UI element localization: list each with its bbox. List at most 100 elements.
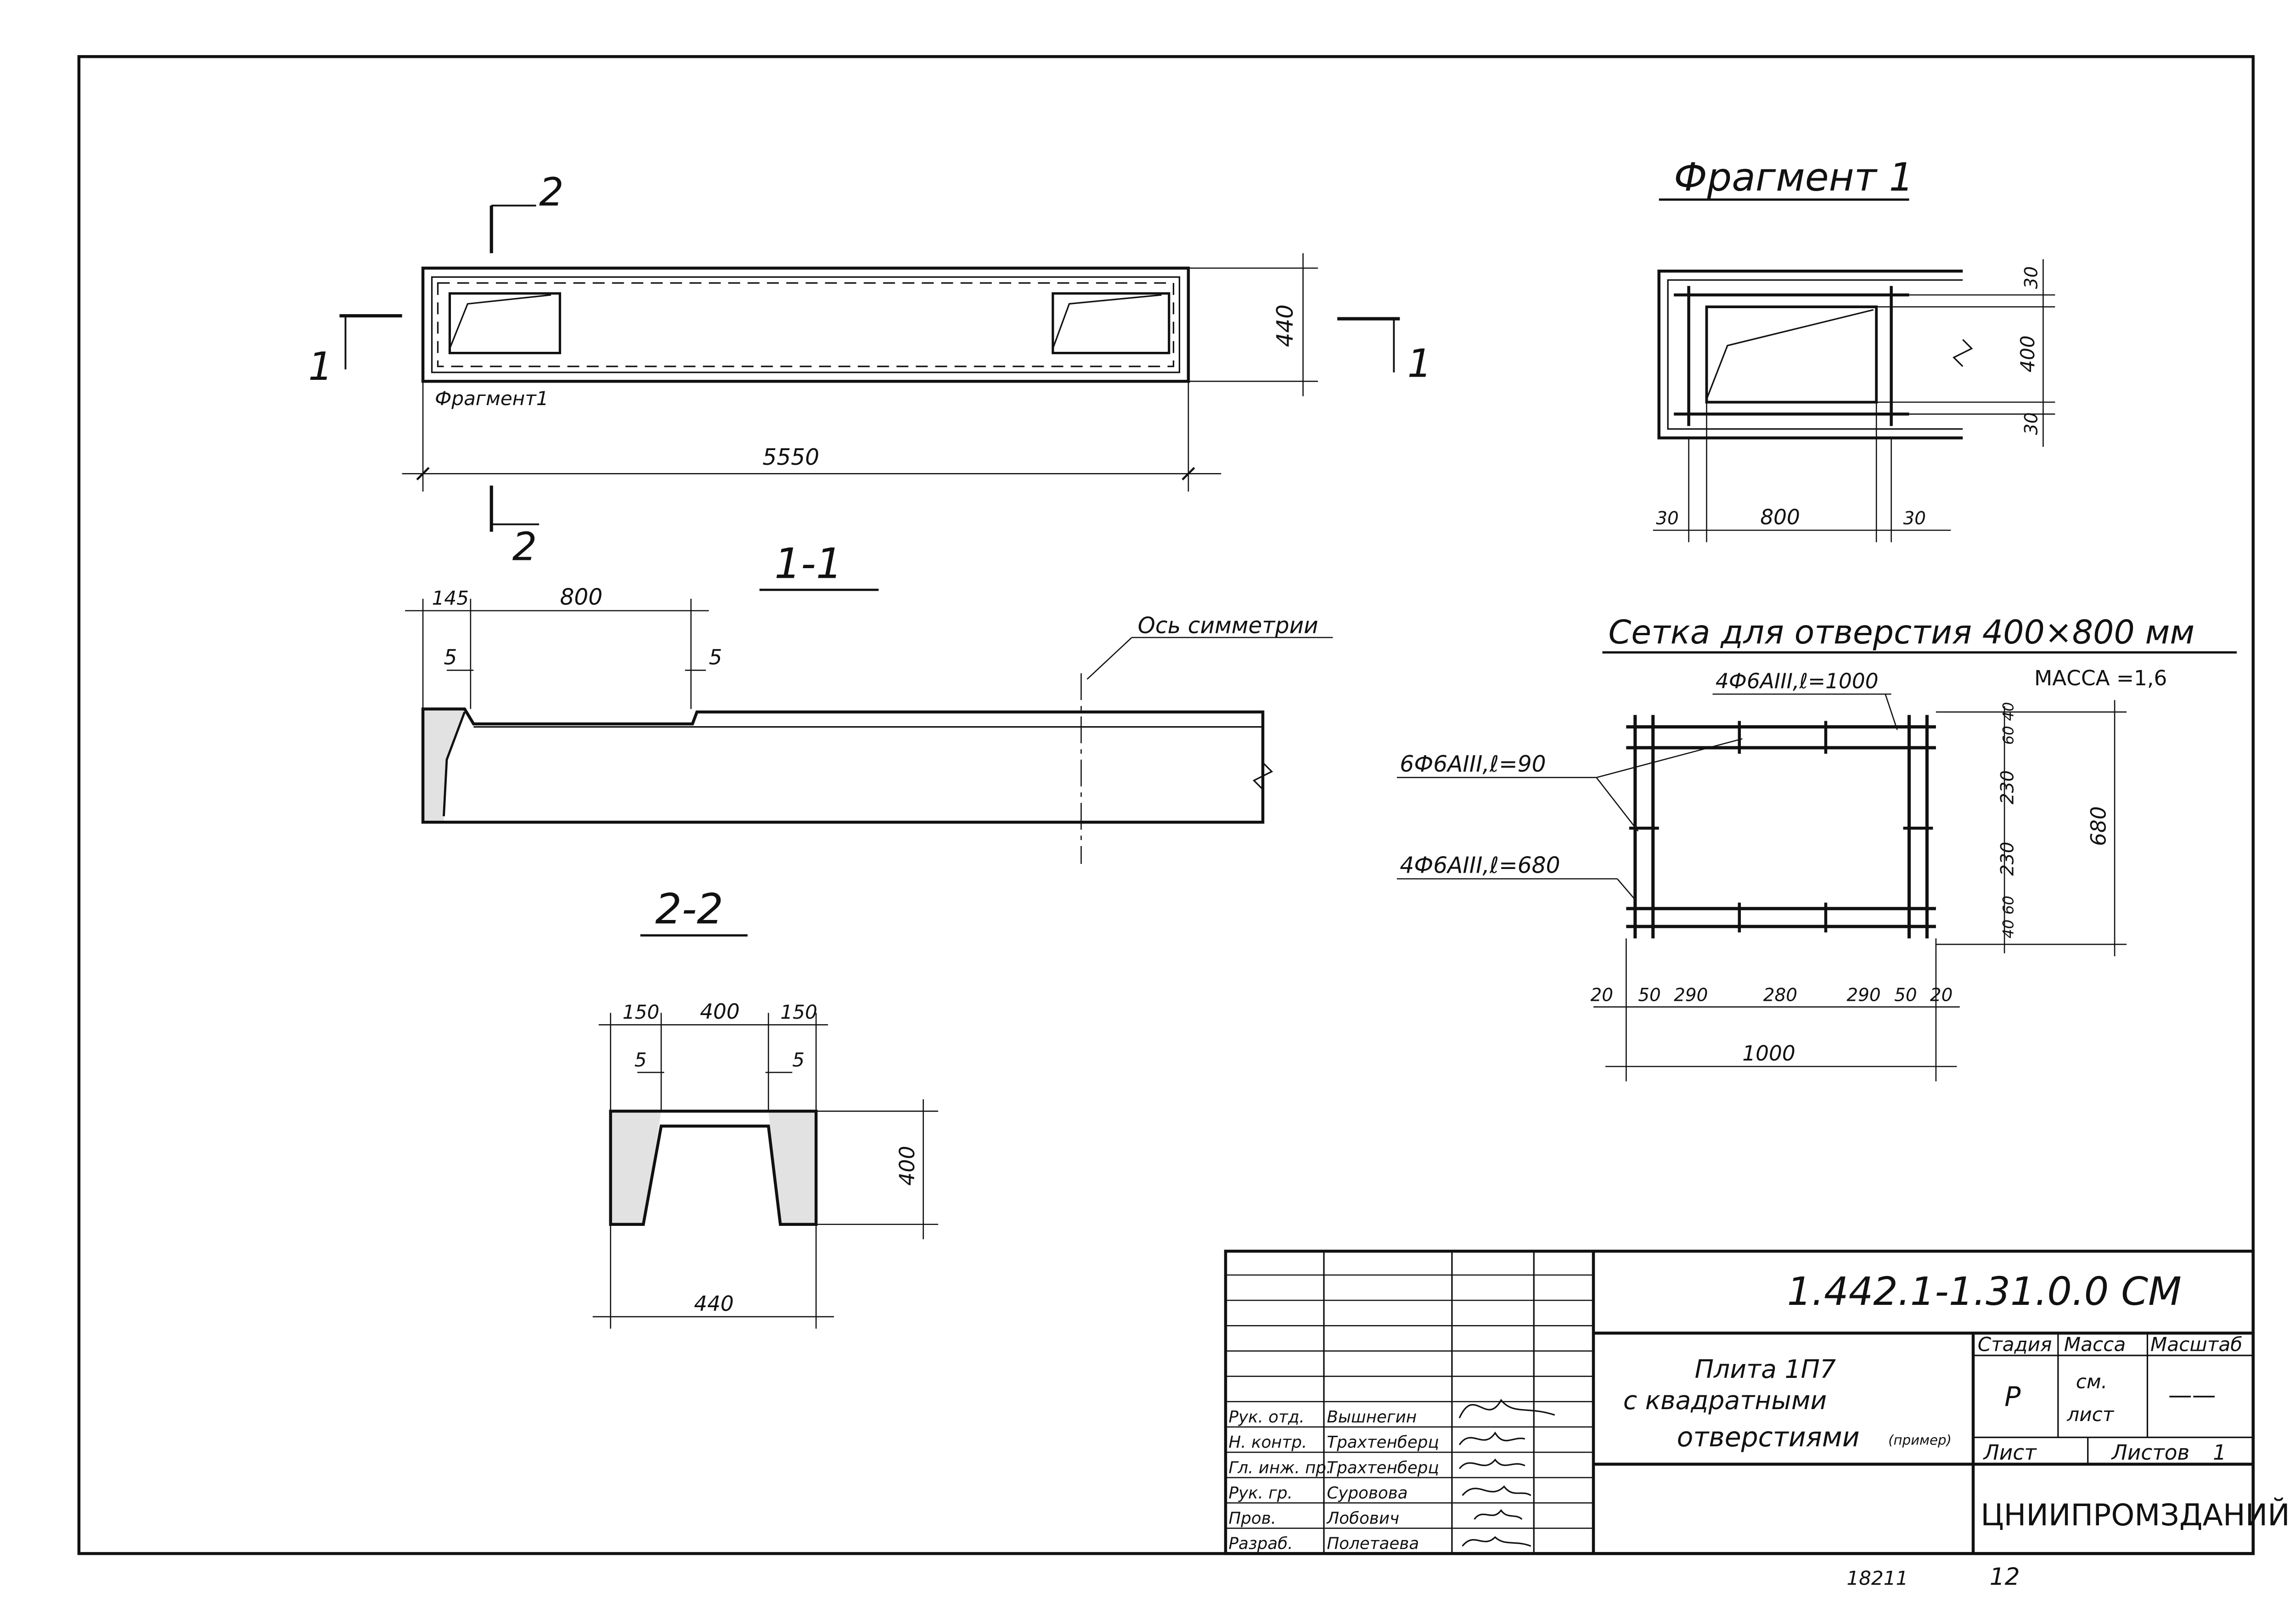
footer-inventory-number: 18211 <box>1846 1567 1908 1590</box>
title-block-mass-value-2: лист <box>2066 1403 2114 1426</box>
plan-dim-tick-right <box>1182 467 1195 480</box>
mesh-dim-bottom-2: 290 <box>1674 985 1708 1005</box>
section-mark-1-left: 1 <box>308 344 333 389</box>
title-block-role-1: Рук. отд. <box>1228 1408 1304 1427</box>
title-block-frame <box>1224 1249 2255 1555</box>
section-1-1-dim-5-right: 5 <box>709 645 722 669</box>
plan-slab-inner <box>431 276 1181 373</box>
title-block-sheets-value: 1 <box>2213 1440 2226 1465</box>
title-block-mass-header: Масса <box>2064 1333 2126 1355</box>
title-block-product-note: (пример) <box>1888 1433 1952 1448</box>
section-2-2-right-fill <box>768 1111 816 1224</box>
section-2-2-dim-150-right: 150 <box>780 1001 817 1023</box>
title-block-name-5: Лобович <box>1326 1509 1400 1528</box>
signature-1 <box>1458 1399 1555 1419</box>
section-1-1-dim-5-left: 5 <box>444 645 457 669</box>
mesh-title: Сетка для отверстия 400×800 мм <box>1608 613 2195 651</box>
fragment-1-slab-edge <box>1657 269 1963 440</box>
fragment-1-dim-30-b: 30 <box>2021 412 2042 435</box>
section-mark-1-right: 1 <box>1407 341 1432 386</box>
section-2-2-dim-400-height: 400 <box>895 1146 919 1186</box>
mesh-bar-left-1-leader-a <box>1596 777 1639 832</box>
mesh-bar-left-2: 4Ф6АIII,ℓ=680 <box>1400 852 1560 878</box>
signature-4 <box>1462 1485 1531 1496</box>
mesh-dim-right-5: 40 <box>2000 920 2017 938</box>
fragment-1-dim-30-a: 30 <box>2021 266 2042 289</box>
mesh-dim-bottom-3: 280 <box>1763 985 1797 1005</box>
fragment-1-slab-inner <box>1667 279 1963 430</box>
fragment-1-dim-30-right: 30 <box>1903 508 1926 529</box>
plan-reinforcement-line <box>437 282 1175 367</box>
mesh-view: Сетка для отверстия 400×800 мм МАССА =1,… <box>1396 613 2237 1082</box>
section-2-2-left-fill <box>610 1111 661 1224</box>
plan-opening-right-break <box>1052 294 1162 349</box>
mesh-bar-top: 4Ф6АIII,ℓ=1000 <box>1716 669 1879 693</box>
section-1-1-dim-145: 145 <box>432 587 468 609</box>
title-block-stage-value: Р <box>2004 1381 2021 1412</box>
mesh-bar-left-1: 6Ф6АIII,ℓ=90 <box>1400 751 1546 777</box>
title-block-name-1: Вышнегин <box>1327 1408 1417 1427</box>
mesh-dim-bottom-5: 50 <box>1894 985 1917 1005</box>
section-1-1-title: 1-1 <box>774 540 842 588</box>
plan-opening-right <box>1052 292 1171 355</box>
section-2-2-dim-5-left: 5 <box>635 1049 647 1071</box>
footer-page-number: 12 <box>1990 1563 2020 1591</box>
section-1-1-axis-leader <box>1086 637 1132 680</box>
plan-dim-length: 5550 <box>762 445 819 470</box>
fragment-1-dim-400: 400 <box>2016 335 2039 372</box>
signature-6 <box>1462 1536 1531 1547</box>
mesh-bar-left-2-leader <box>1616 878 1636 900</box>
mesh-dim-right-4: 60 <box>2000 896 2017 914</box>
title-block-scale-header: Масштаб <box>2150 1333 2242 1355</box>
section-mark-2-bottom: 2 <box>512 524 537 569</box>
plan-view: 2 2 1 1 Фрагмент1 5550 440 <box>308 170 1432 570</box>
title-block-sheets-label: Листов <box>2111 1440 2190 1465</box>
title-block-mass-value-1: см. <box>2076 1370 2107 1393</box>
plan-dim-width: 440 <box>1272 305 1298 347</box>
signature-2 <box>1458 1431 1525 1445</box>
mesh-bar-top-leader <box>1885 694 1898 730</box>
mesh-dim-right-1: 60 <box>2000 726 2017 745</box>
title-block-role-2: Н. контр. <box>1228 1433 1307 1452</box>
plan-opening-left-break <box>449 294 551 349</box>
section-1-1-view: 1-1 145 800 5 5 Ось симметрии <box>405 540 1333 864</box>
mesh-bar-left-1-leader-b <box>1596 738 1743 779</box>
title-block-scale-value: —— <box>2168 1382 2216 1409</box>
title-block-product-line3: отверстиями <box>1677 1422 1860 1453</box>
title-block-role-3: Гл. инж. пр. <box>1228 1458 1331 1477</box>
title-block-role-6: Разраб. <box>1228 1535 1293 1553</box>
title-block-product-line2: с квадратными <box>1623 1386 1827 1416</box>
mesh-dim-bottom-6: 20 <box>1930 985 1953 1005</box>
title-block-name-6: Полетаева <box>1327 1535 1419 1553</box>
section-mark-2-top: 2 <box>539 170 564 215</box>
title-block-doc-code: 1.442.1-1.31.0.0 СМ <box>1787 1269 2182 1314</box>
signature-3 <box>1458 1458 1525 1469</box>
section-2-2-dim-440: 440 <box>694 1292 734 1316</box>
section-1-1-axis-label: Ось симметрии <box>1138 613 1318 638</box>
title-block-stage-header: Стадия <box>1978 1333 2052 1355</box>
section-2-2-dim-5-right: 5 <box>792 1049 805 1071</box>
mesh-dim-right-3: 230 <box>1998 842 2018 876</box>
plan-opening-left <box>448 292 561 355</box>
title-block-product-line1: Плита 1П7 <box>1695 1355 1836 1384</box>
mesh-dim-bottom-0: 20 <box>1591 985 1614 1005</box>
fragment-1-view: Фрагмент 1 30 400 30 30 800 30 <box>1653 155 2055 542</box>
fragment-1-opening-break <box>1705 309 1874 400</box>
mesh-dim-1000: 1000 <box>1742 1041 1795 1066</box>
title-block-sheet-label: Лист <box>1983 1440 2037 1465</box>
section-2-2-view: 2-2 150 400 150 5 5 400 440 <box>592 886 939 1329</box>
title-block-name-3: Трахтенберц <box>1327 1458 1439 1477</box>
section-2-2-dim-150-left: 150 <box>623 1001 659 1023</box>
mesh-dim-bottom-4: 290 <box>1846 985 1880 1005</box>
fragment-1-title: Фрагмент 1 <box>1674 155 1913 200</box>
title-block-role-4: Рук. гр. <box>1228 1484 1293 1502</box>
fragment-1-break-mark <box>1953 339 1973 367</box>
section-1-1-web <box>442 711 466 817</box>
section-1-1-profile <box>421 707 1265 824</box>
title-block-name-2: Трахтенберц <box>1327 1433 1439 1452</box>
mesh-mass: МАССА =1,6 <box>2034 666 2167 690</box>
mesh-dim-bottom-1: 50 <box>1638 985 1661 1005</box>
sheet-frame <box>77 55 2255 1555</box>
plan-dim-tick-left <box>416 467 430 480</box>
